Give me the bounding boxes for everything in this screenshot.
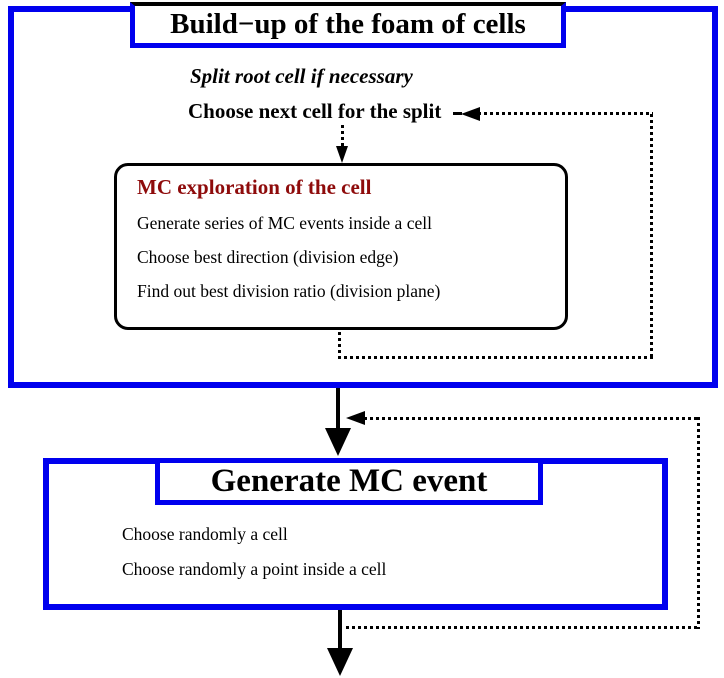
- phase1-to-phase2-line: [336, 388, 340, 432]
- arrow-left-icon: [461, 107, 480, 121]
- arrow-down-big-icon: [327, 648, 353, 676]
- phase2-step: Choose randomly a cell: [122, 524, 288, 544]
- inner-loop-line-bottom: [338, 356, 653, 359]
- inner-loop-line-top: [478, 112, 653, 115]
- inner-loop-line-down: [338, 332, 341, 358]
- arrow-down-big-icon: [325, 428, 351, 456]
- arrow-down-small-icon: [336, 146, 348, 163]
- choose-next-step: Choose next cell for the split: [188, 99, 442, 123]
- event-loop-line-top: [364, 417, 700, 420]
- event-loop-line-bottom: [346, 626, 700, 629]
- phase1-title: Build−up of the foam of cells: [170, 8, 526, 40]
- phase1-title-box: Build−up of the foam of cells: [130, 2, 566, 48]
- exploration-box: MC exploration of the cell Generate seri…: [114, 163, 568, 330]
- phase2-title: Generate MC event: [210, 463, 488, 499]
- arrow-left-icon: [346, 411, 365, 425]
- choose-next-to-exploration-line: [341, 125, 344, 147]
- exploration-title: MC exploration of the cell: [137, 175, 372, 199]
- inner-loop-line-right: [650, 114, 653, 359]
- phase2-step: Choose randomly a point inside a cell: [122, 559, 387, 579]
- phase2-title-box: Generate MC event: [155, 458, 543, 505]
- phase2-box: [43, 458, 668, 610]
- split-root-step: Split root cell if necessary: [190, 64, 413, 88]
- event-loop-line-right: [697, 417, 700, 629]
- exploration-step: Find out best division ratio (division p…: [137, 281, 441, 301]
- exploration-step: Choose best direction (division edge): [137, 247, 399, 267]
- exploration-step: Generate series of MC events inside a ce…: [137, 213, 432, 233]
- inner-loop-arrow-stub: [453, 112, 462, 115]
- phase2-exit-line: [338, 610, 342, 652]
